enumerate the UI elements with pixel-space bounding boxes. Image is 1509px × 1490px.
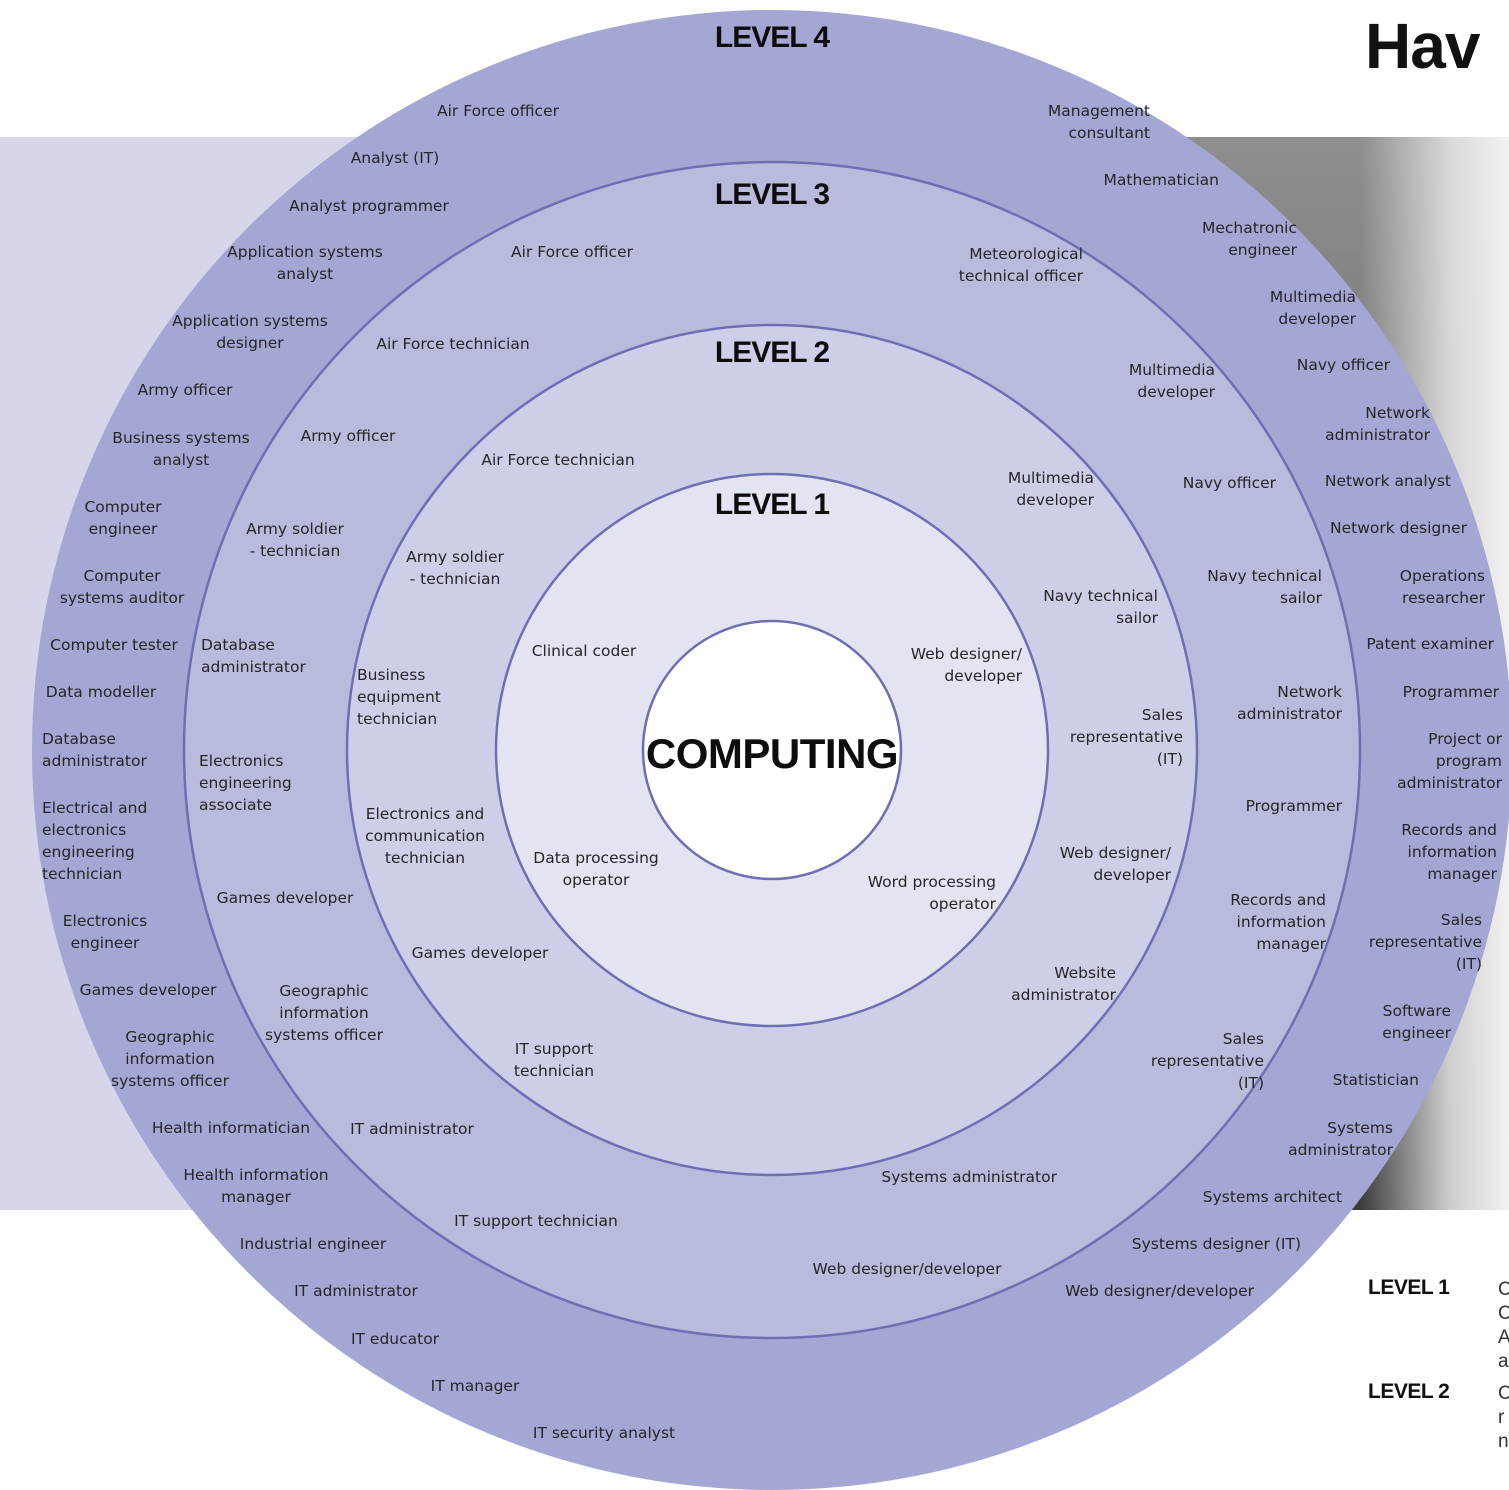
level4-left-occupation-label: Analyst programmer bbox=[289, 197, 449, 215]
level3-right-occupation-label: Web designer/developer bbox=[812, 1260, 1002, 1278]
level4-left-occupation-label: Industrial engineer bbox=[239, 1235, 387, 1253]
level3-right-occupation-label: Meteorological technical officer bbox=[958, 245, 1083, 285]
level4-right-occupation-label: Sales representative (IT) bbox=[1368, 911, 1482, 973]
level4-left-occupation-label: Computer systems auditor bbox=[59, 567, 185, 607]
level4-right-occupation-label: Patent examiner bbox=[1366, 635, 1494, 653]
level2-left-occupation-label: Business equipment technician bbox=[357, 666, 441, 728]
level3-left-occupation-label: Games developer bbox=[216, 889, 354, 907]
level4-left-occupation-label: Army officer bbox=[137, 381, 233, 399]
level4-right-occupation-label: Network administrator bbox=[1325, 404, 1430, 444]
key-level-2: LEVEL 2 bbox=[1368, 1380, 1450, 1403]
level3-right-occupation-label: Sales representative (IT) bbox=[1150, 1030, 1264, 1092]
level2-right-occupation-label: Sales representative (IT) bbox=[1069, 706, 1183, 768]
key-level-1: LEVEL 1 bbox=[1368, 1276, 1450, 1299]
level4-left-occupation-label: Geographic information systems officer bbox=[111, 1028, 229, 1090]
level3-left-occupation-label: Database administrator bbox=[201, 636, 306, 676]
level3-left-occupation-label: IT support technician bbox=[454, 1212, 618, 1230]
level3-right-occupation-label: Programmer bbox=[1245, 797, 1342, 815]
level4-right-occupation-label: Management consultant bbox=[1047, 102, 1150, 142]
level4-right-occupation-label: Network designer bbox=[1330, 519, 1467, 537]
level1-occupation-label: Clinical coder bbox=[531, 642, 637, 660]
level2-left-occupation-label: Electronics and communication technician bbox=[365, 805, 485, 867]
center-circle bbox=[641, 619, 903, 881]
level4-left-occupation-label: Computer engineer bbox=[84, 498, 162, 538]
level2-right-occupation-label: Multimedia developer bbox=[1007, 469, 1094, 509]
level1-occupation-label: Web designer/ developer bbox=[910, 645, 1022, 685]
level2-right-occupation-label: Web designer/ developer bbox=[1059, 844, 1171, 884]
level4-right-occupation-label: Software engineer bbox=[1382, 1002, 1451, 1042]
level4-right-occupation-label: Statistician bbox=[1332, 1071, 1419, 1089]
level3-left-occupation-label: Electronics engineering associate bbox=[199, 752, 292, 814]
level4-left-occupation-label: Health informatician bbox=[151, 1119, 311, 1137]
level4-left-occupation-label: Analyst (IT) bbox=[350, 149, 440, 167]
level4-right-occupation-label: Systems architect bbox=[1202, 1188, 1342, 1206]
level3-left-occupation-label: IT administrator bbox=[350, 1120, 474, 1138]
level-2-title: LEVEL 2 bbox=[714, 336, 830, 369]
key-level-1-text: C C A a bbox=[1498, 1279, 1509, 1372]
level4-left-occupation-label: IT security analyst bbox=[532, 1424, 676, 1442]
level2-left-occupation-label: Games developer bbox=[411, 944, 549, 962]
level4-left-occupation-label: IT manager bbox=[430, 1377, 520, 1395]
level2-right-occupation-label: Navy technical sailor bbox=[1043, 587, 1158, 627]
level4-left-occupation-label: Electronics engineer bbox=[62, 912, 148, 952]
level4-left-occupation-label: Business systems analyst bbox=[112, 429, 250, 469]
level1-occupation-label: Word processing operator bbox=[867, 873, 996, 913]
level-1-title: LEVEL 1 bbox=[714, 488, 830, 521]
level4-left-occupation-label: IT educator bbox=[350, 1330, 440, 1348]
level4-right-occupation-label: Web designer/developer bbox=[1065, 1282, 1254, 1300]
level4-left-occupation-label: Database administrator bbox=[42, 730, 147, 770]
level4-left-occupation-label: Application systems designer bbox=[172, 312, 328, 352]
level3-right-occupation-label: Navy technical sailor bbox=[1207, 567, 1322, 607]
level4-left-occupation-label: Air Force officer bbox=[437, 102, 559, 120]
level3-right-occupation-label: Systems administrator bbox=[881, 1168, 1057, 1186]
level4-right-occupation-label: Mathematician bbox=[1103, 171, 1219, 189]
level2-left-occupation-label: IT support technician bbox=[513, 1040, 595, 1080]
center-label: COMPUTING bbox=[645, 730, 899, 777]
level4-left-occupation-label: Application systems analyst bbox=[227, 243, 383, 283]
key-level-2-text: C r n bbox=[1498, 1383, 1509, 1452]
level4-right-occupation-label: Mechatronic engineer bbox=[1202, 219, 1297, 259]
level4-right-occupation-label: Systems administrator bbox=[1288, 1119, 1393, 1159]
level4-left-occupation-label: Electrical and electronics engineering t… bbox=[42, 799, 148, 883]
level3-right-occupation-label: Records and information manager bbox=[1230, 891, 1326, 953]
level4-right-occupation-label: Programmer bbox=[1402, 683, 1499, 701]
level-3-title: LEVEL 3 bbox=[714, 178, 830, 211]
level4-left-occupation-label: IT administrator bbox=[294, 1282, 418, 1300]
level3-right-occupation-label: Network administrator bbox=[1237, 683, 1342, 723]
level4-right-occupation-label: Operations researcher bbox=[1399, 567, 1485, 607]
level2-left-occupation-label: Air Force technician bbox=[481, 451, 635, 469]
level2-right-occupation-label: Website administrator bbox=[1011, 964, 1116, 1004]
page-heading: Hav bbox=[1365, 10, 1480, 82]
level4-right-occupation-label: Network analyst bbox=[1324, 472, 1451, 490]
level4-left-occupation-label: Health information manager bbox=[183, 1166, 329, 1206]
level4-right-occupation-label: Project or program administrator bbox=[1397, 730, 1502, 792]
level3-left-occupation-label: Air Force technician bbox=[376, 335, 530, 353]
level3-left-occupation-label: Army soldier - technician bbox=[246, 520, 344, 560]
level3-left-occupation-label: Geographic information systems officer bbox=[265, 982, 383, 1044]
level1-occupation-label: Data processing operator bbox=[533, 849, 659, 889]
level4-right-occupation-label: Systems designer (IT) bbox=[1131, 1235, 1301, 1253]
level3-right-occupation-label: Multimedia developer bbox=[1128, 361, 1215, 401]
level4-right-occupation-label: Records and information manager bbox=[1401, 821, 1497, 883]
level4-left-occupation-label: Data modeller bbox=[45, 683, 157, 701]
level3-left-occupation-label: Air Force officer bbox=[511, 243, 633, 261]
level4-left-occupation-label: Computer tester bbox=[50, 636, 178, 654]
level3-left-occupation-label: Army officer bbox=[300, 427, 396, 445]
level4-right-occupation-label: Navy officer bbox=[1296, 356, 1390, 374]
level4-left-occupation-label: Games developer bbox=[79, 981, 217, 999]
level3-right-occupation-label: Navy officer bbox=[1182, 474, 1276, 492]
level2-left-occupation-label: Army soldier - technician bbox=[406, 548, 504, 588]
level4-right-occupation-label: Multimedia developer bbox=[1269, 288, 1356, 328]
level-4-title: LEVEL 4 bbox=[714, 21, 830, 54]
